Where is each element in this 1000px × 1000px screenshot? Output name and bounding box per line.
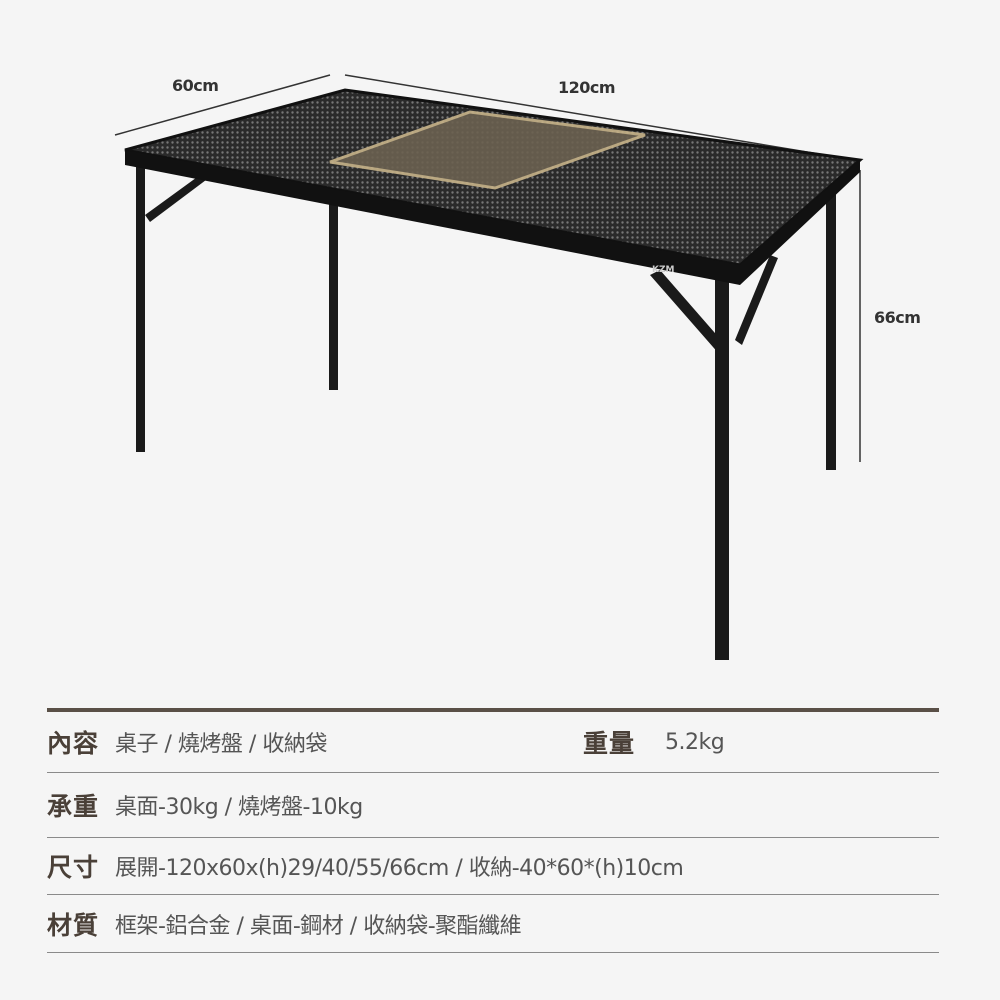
top-divider: [47, 708, 939, 712]
width-label: 120cm: [558, 78, 616, 97]
table-top: [124, 88, 864, 285]
spec-row-contents: 內容 桌子 / 燒烤盤 / 收納袋 重量 5.2kg: [47, 712, 939, 773]
size-label: 尺寸: [47, 853, 100, 882]
depth-label: 60cm: [172, 76, 219, 95]
dimension-arrows: [114, 74, 861, 462]
spec-row-material: 材質 框架-鋁合金 / 桌面-鋼材 / 收納袋-聚酯纖維: [47, 895, 939, 953]
load-label: 承重: [47, 792, 100, 821]
size-value: 展開-120x60x(h)29/40/55/66cm / 收納-40*60*(h…: [115, 856, 684, 881]
weight-label: 重量: [583, 729, 636, 758]
weight-group: 重量 5.2kg: [583, 724, 725, 760]
legs: [136, 160, 836, 660]
height-label: 66cm: [874, 308, 921, 327]
material-label: 材質: [47, 910, 100, 940]
spec-row-size: 尺寸 展開-120x60x(h)29/40/55/66cm / 收納-40*60…: [47, 838, 939, 895]
contents-label: 內容: [47, 729, 100, 758]
spec-row-load: 承重 桌面-30kg / 燒烤盤-10kg: [47, 773, 939, 838]
weight-value: 5.2kg: [665, 729, 725, 755]
material-value: 框架-鋁合金 / 桌面-鋼材 / 收納袋-聚酯纖維: [115, 913, 522, 939]
table-product-image: KZM: [114, 74, 864, 660]
load-value: 桌面-30kg / 燒烤盤-10kg: [115, 795, 363, 820]
contents-value: 桌子 / 燒烤盤 / 收納袋: [115, 732, 327, 757]
spec-table: 內容 桌子 / 燒烤盤 / 收納袋 重量 5.2kg 承重 桌面-30kg / …: [47, 708, 939, 953]
brand-logo: KZM: [652, 265, 675, 275]
